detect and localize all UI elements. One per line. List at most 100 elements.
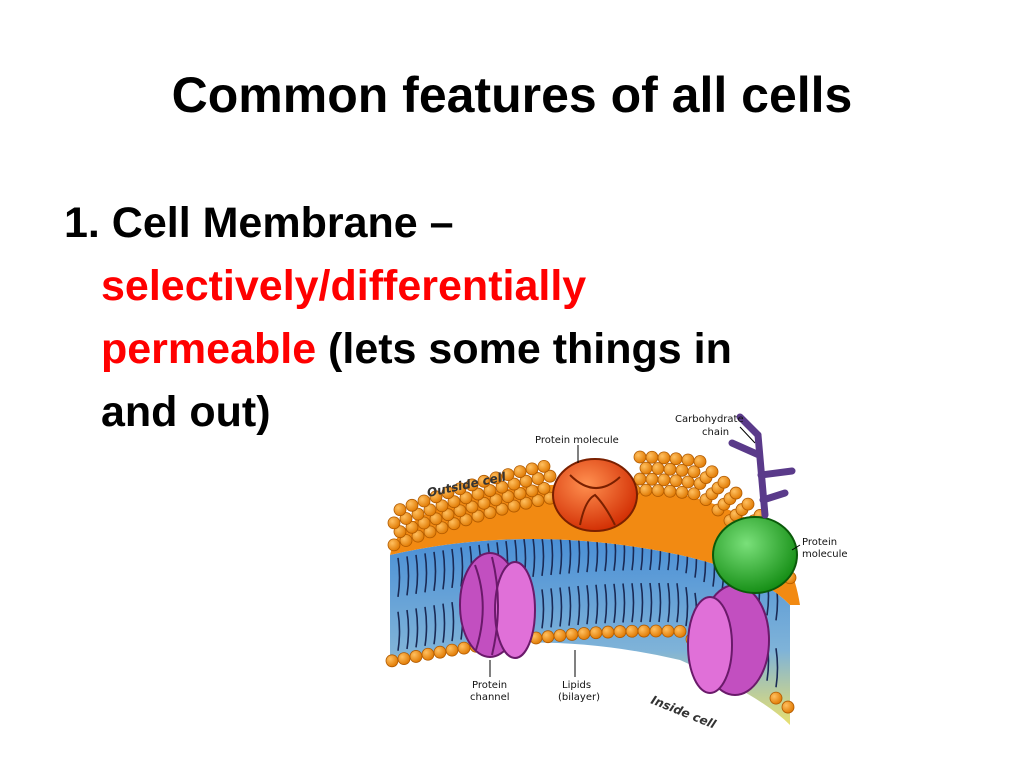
lipid-head	[411, 507, 425, 521]
lipid-head	[471, 509, 485, 523]
lipid-head	[663, 484, 677, 498]
lipid-head	[781, 700, 795, 714]
lipid-head	[429, 512, 443, 526]
lipid-tail	[649, 582, 653, 623]
carbohydrate-chain	[728, 413, 796, 519]
lipid-head	[423, 503, 437, 517]
lipid-head	[433, 645, 447, 659]
lipid-head	[483, 506, 497, 519]
lipid-head	[397, 652, 411, 666]
lipid-head	[601, 625, 615, 639]
lipid-head	[405, 498, 419, 512]
slide-title: Common features of all cells	[171, 67, 853, 123]
lipid-head	[507, 477, 521, 491]
lipid-head	[649, 624, 663, 638]
protein-molecule-green	[712, 516, 798, 594]
lipid-head	[687, 487, 701, 501]
lipid-head	[589, 626, 603, 640]
lipid-head	[541, 630, 555, 644]
lipid-head	[447, 517, 461, 531]
lipid-head	[435, 521, 449, 535]
lipid-head	[399, 512, 413, 525]
term-permeable: permeable	[101, 325, 317, 373]
lipid-tail	[658, 582, 662, 623]
lipid-head	[445, 643, 459, 657]
lipid-head	[705, 465, 719, 479]
lipid-tail	[586, 585, 590, 625]
bullet-explanation: (lets some things in	[316, 325, 732, 373]
lipid-head	[429, 490, 443, 504]
lipid-head	[385, 654, 399, 668]
lipid-head	[477, 496, 491, 510]
lipid-head	[421, 647, 435, 661]
lipid-head	[495, 480, 509, 494]
lipid-head	[471, 487, 485, 501]
lipid-tail	[406, 609, 410, 650]
lipid-head	[507, 499, 521, 513]
lipid-head	[459, 491, 473, 505]
lipid-head	[741, 497, 755, 511]
lipid-head	[531, 494, 545, 507]
lipid-tail	[424, 606, 428, 646]
lipid-head	[513, 487, 527, 501]
lipid-head	[409, 650, 423, 663]
lipid-tail	[559, 587, 563, 627]
lipid-head	[483, 484, 497, 497]
lipid-tail	[640, 582, 644, 623]
lipid-head	[417, 494, 431, 508]
protein-channel-right	[687, 584, 770, 696]
lipid-tail	[415, 608, 419, 648]
lipid-head	[639, 461, 653, 475]
lipid-head	[693, 455, 707, 468]
lipid-tail	[613, 583, 617, 623]
lipid-tail	[676, 583, 680, 623]
cell-membrane-diagram: Protein molecule Carbohydrate chain Prot…	[385, 413, 848, 732]
lipid-tail	[442, 550, 446, 590]
label-lipids-2: (bilayer)	[558, 692, 600, 703]
lipid-head	[625, 624, 639, 638]
lipid-head	[633, 450, 647, 464]
bullet-lead: 1. Cell Membrane –	[64, 199, 454, 247]
lipid-tail	[433, 605, 437, 645]
lipid-tail	[424, 553, 428, 593]
lipid-head	[387, 516, 401, 530]
lipid-head	[537, 481, 551, 495]
lipid-head	[501, 490, 515, 504]
lipid-head	[663, 462, 677, 476]
lipid-tail	[604, 584, 608, 624]
lipid-head	[441, 508, 455, 522]
lipid-head	[657, 451, 671, 465]
lipid-tail	[541, 589, 545, 629]
lipid-head	[675, 463, 689, 477]
lipid-head	[525, 462, 539, 476]
lipid-head	[459, 513, 473, 527]
lipid-head	[519, 474, 533, 488]
lipid-tail	[532, 537, 536, 578]
lipid-head	[393, 525, 407, 539]
lipid-head	[531, 472, 545, 485]
lipid-head	[637, 624, 651, 638]
lipid-head	[537, 459, 551, 473]
label-protein-right-2: molecule	[802, 549, 848, 560]
lipid-tail	[667, 582, 671, 623]
lipid-head	[441, 486, 455, 500]
lipid-tail	[397, 557, 401, 598]
lipid-head	[495, 502, 509, 516]
lipid-head	[477, 474, 491, 488]
lipid-head	[435, 499, 449, 513]
lipid-head	[645, 472, 659, 486]
lipid-head	[411, 529, 425, 543]
lipid-head	[645, 450, 659, 464]
label-lipids-1: Lipids	[562, 680, 591, 691]
lipid-head	[405, 520, 419, 534]
lipid-head	[687, 465, 701, 479]
label-pointers	[489, 426, 801, 677]
lipid-head	[661, 624, 675, 638]
label-chain: chain	[702, 427, 729, 438]
lipid-head	[681, 453, 695, 467]
lipid-tail	[460, 547, 464, 587]
lipid-head	[651, 484, 665, 497]
label-carbohydrate: Carbohydrate	[675, 414, 744, 425]
lipid-head	[447, 495, 461, 509]
lipid-tail	[550, 588, 554, 628]
